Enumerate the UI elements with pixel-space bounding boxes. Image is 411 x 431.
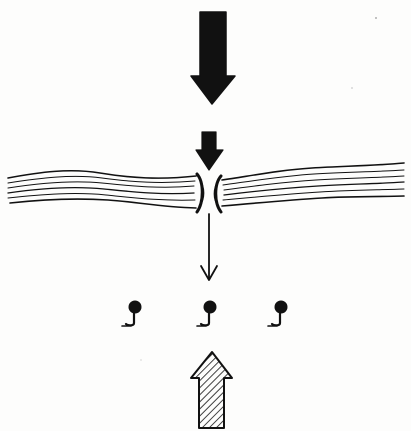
transmitted-arrow [201, 214, 217, 280]
receptor-middle [197, 301, 217, 327]
receptor-right [268, 301, 288, 327]
membrane-pore [197, 174, 221, 212]
upward-arrow [191, 352, 232, 428]
small-input-arrow [196, 132, 223, 170]
membrane [8, 163, 404, 208]
scan-specks [141, 17, 377, 360]
receptor-left [122, 301, 142, 327]
large-input-arrow [191, 12, 235, 104]
